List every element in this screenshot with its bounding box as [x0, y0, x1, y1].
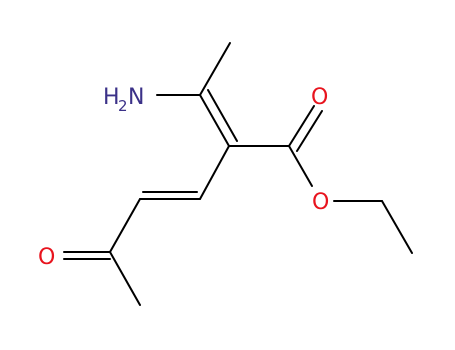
amine-subscript: 2: [118, 97, 128, 115]
amine-label: H 2 N: [103, 85, 144, 115]
bond-methyl-c1: [199, 42, 231, 96]
bond-c2-c3: [199, 145, 230, 200]
bond-ester-co-second: [296, 110, 323, 152]
bond-ch2-ch3: [381, 200, 413, 254]
ester-ether-oxygen: O: [312, 190, 329, 215]
amine-h: H: [103, 85, 120, 110]
bond-ester-c-o: [288, 145, 313, 187]
amine-n: N: [128, 85, 144, 110]
bond-c1-c2: [199, 94, 230, 147]
bond-c1-c2-second: [207, 89, 238, 142]
ester-carbonyl-oxygen: O: [311, 85, 328, 110]
bond-ester-co: [288, 105, 315, 147]
bonds: [63, 42, 413, 306]
atom-labels: H 2 N O O O: [38, 85, 329, 270]
bond-c5-methyl: [109, 251, 141, 306]
bond-c4-c5: [109, 198, 141, 253]
ketone-oxygen: O: [38, 245, 55, 270]
